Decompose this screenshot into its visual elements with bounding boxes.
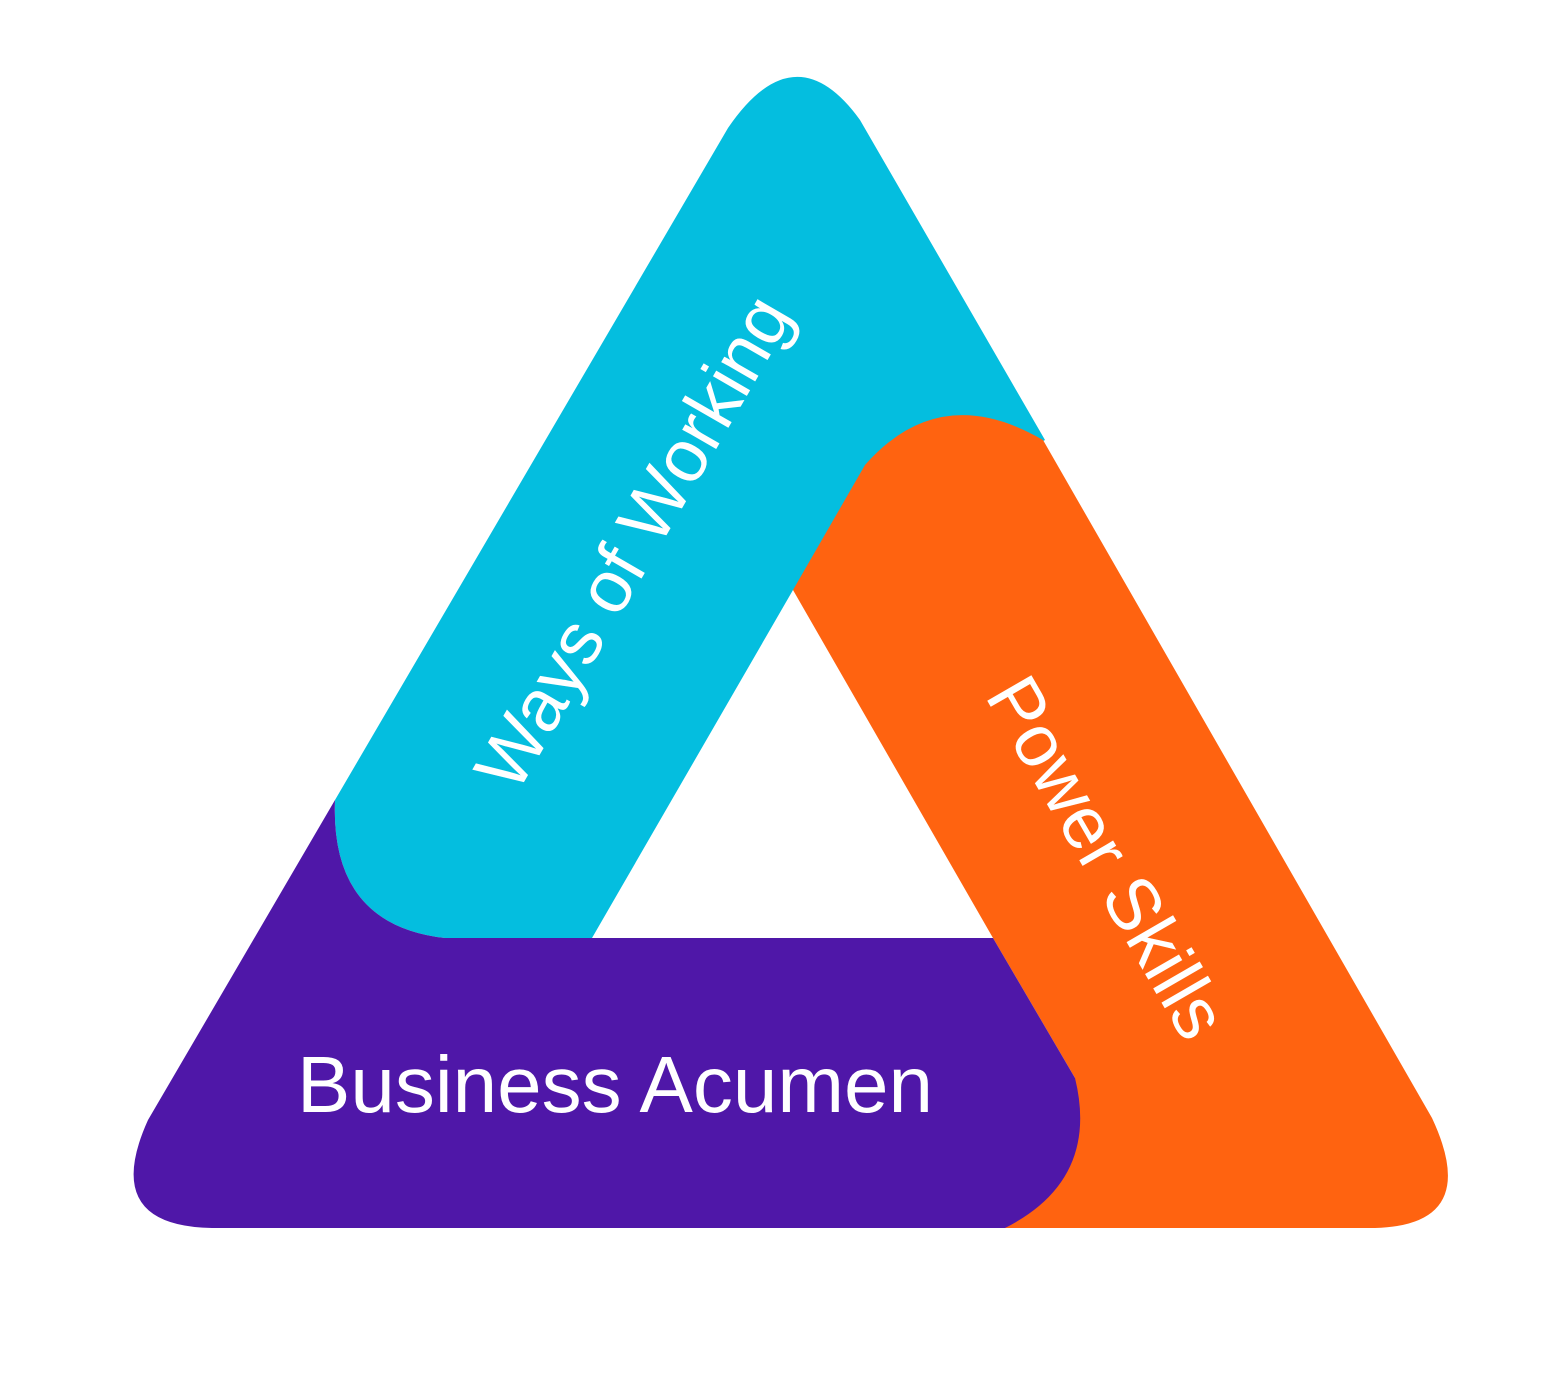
ways-of-working-band xyxy=(334,76,1045,938)
power-skills-band xyxy=(793,415,1448,1228)
business-acumen-band xyxy=(133,800,1081,1228)
business-acumen-label: Business Acumen xyxy=(297,1040,933,1129)
